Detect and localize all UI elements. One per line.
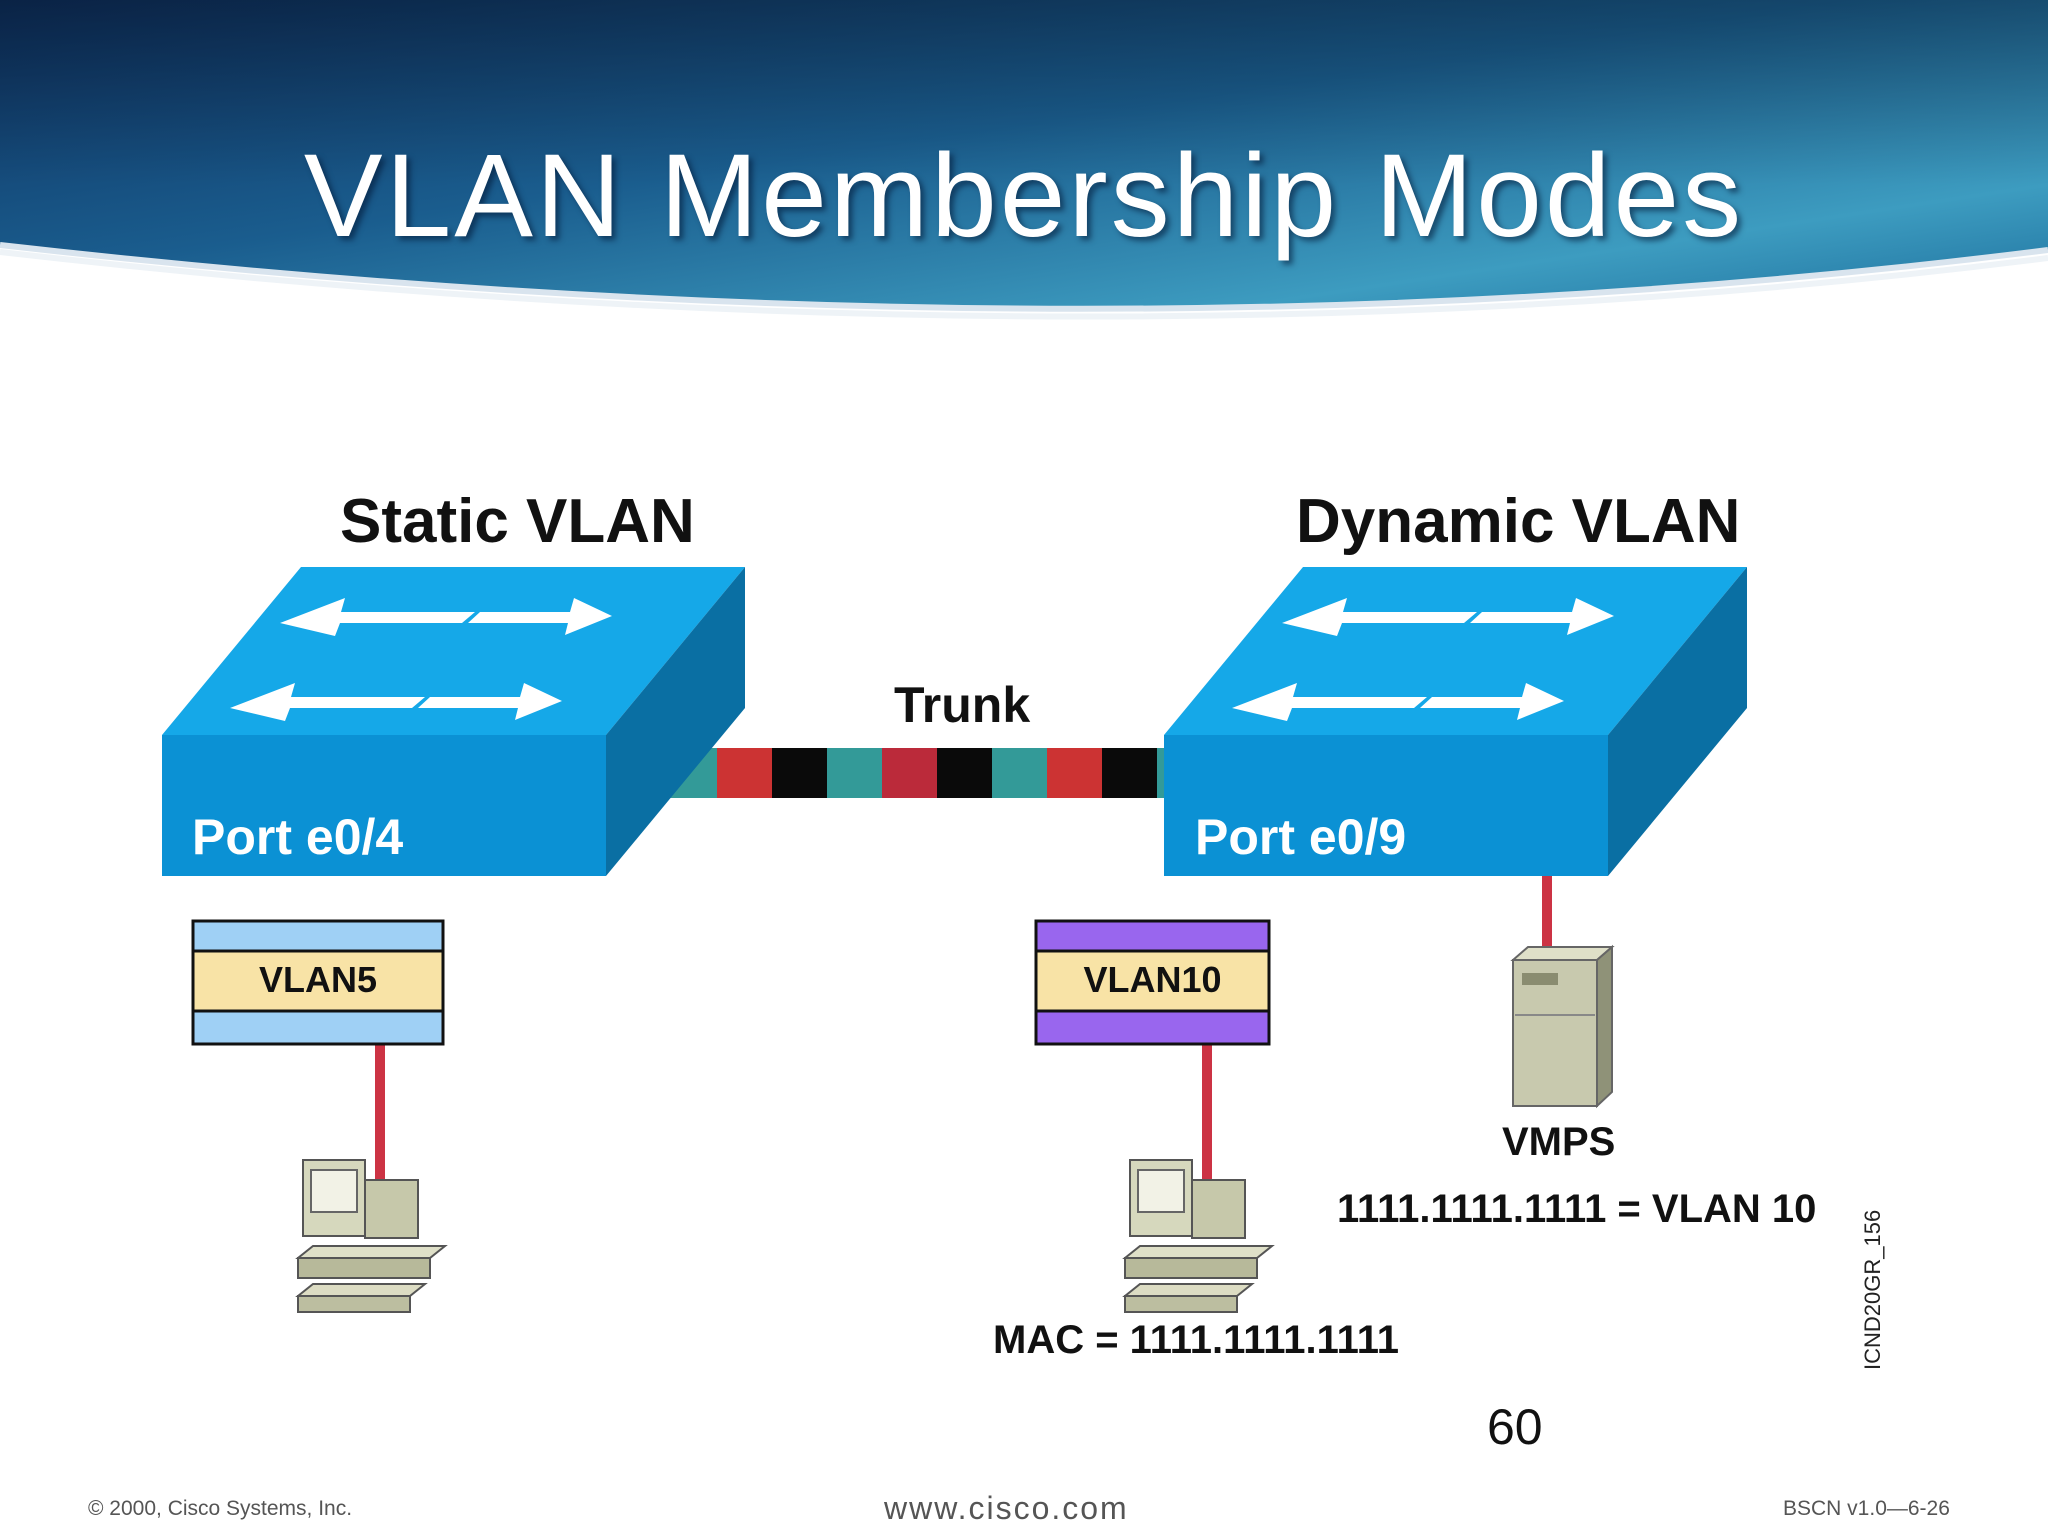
vlan10-label: VLAN10 — [1083, 959, 1222, 1000]
page-number: 60 — [1487, 1399, 1543, 1455]
trunk-link — [662, 748, 1202, 798]
mac-address-label: MAC = 1111.1111.1111 — [993, 1318, 1399, 1362]
vmps-label: VMPS — [1502, 1120, 1616, 1164]
dynamic-port-label: Port e0/9 — [1195, 809, 1407, 865]
vlan5-box — [191, 919, 445, 1046]
course-code-footer: BSCN v1.0—6-26 — [1783, 1497, 1950, 1520]
vlan5-label: VLAN5 — [258, 959, 378, 1000]
vmps-server-icon — [1510, 944, 1615, 1109]
website-footer: www.cisco.com — [884, 1490, 1129, 1526]
trunk-label: Trunk — [894, 677, 1031, 733]
dynamic-pc-icon — [1122, 1159, 1275, 1313]
static-switch-icon — [162, 567, 745, 876]
slide-title: VLAN Membership Modes — [303, 130, 1745, 262]
title-banner — [0, 0, 2048, 320]
vmps-mapping: 1111.1111.1111 = VLAN 10 — [1337, 1187, 1817, 1231]
dynamic-vlan-heading: Dynamic VLAN — [1296, 487, 1741, 556]
dynamic-switch-icon — [1164, 567, 1747, 876]
figure-code: ICND20GR_156 — [1860, 1209, 1885, 1370]
static-vlan-heading: Static VLAN — [340, 487, 695, 556]
static-port-label: Port e0/4 — [192, 809, 404, 865]
copyright-footer: © 2000, Cisco Systems, Inc. — [88, 1497, 353, 1520]
static-pc-icon — [295, 1159, 448, 1313]
vlan10-box — [1034, 919, 1271, 1046]
